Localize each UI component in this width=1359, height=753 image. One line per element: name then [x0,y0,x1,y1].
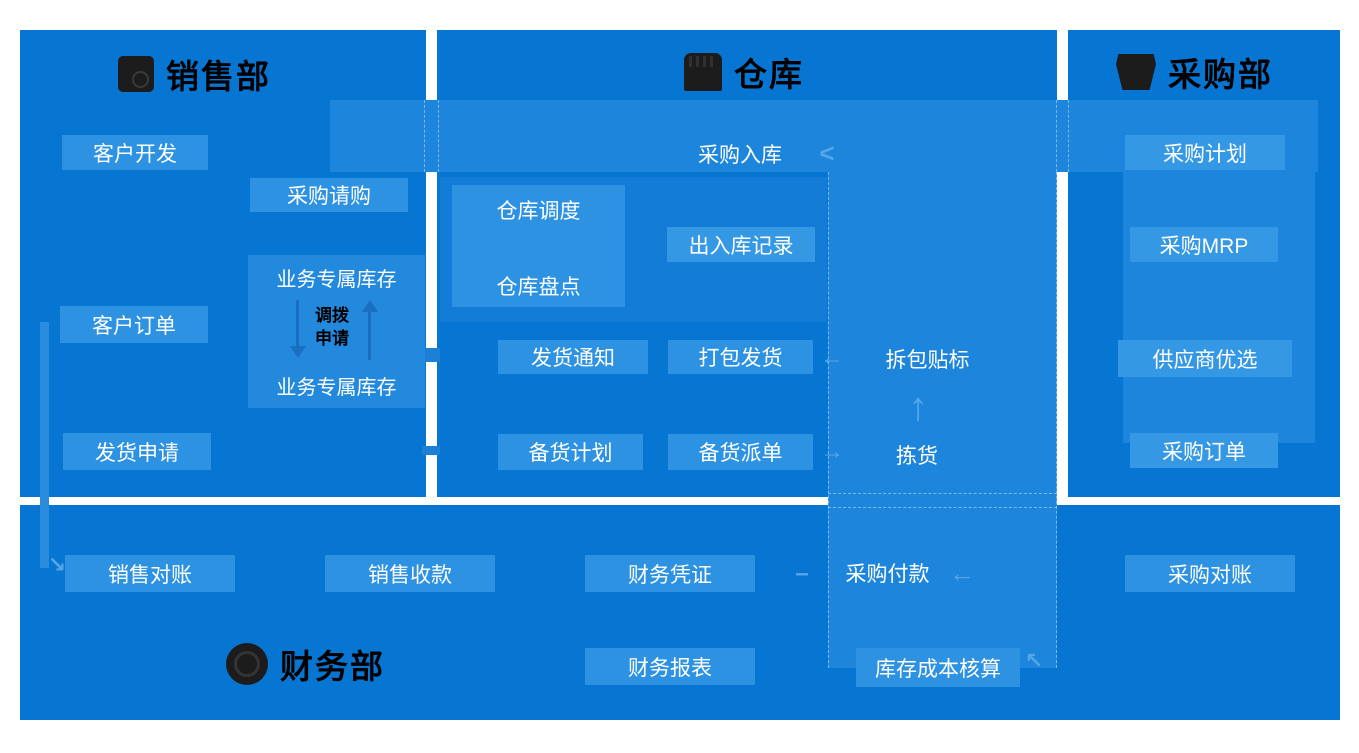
purchase-pay-label: 采购付款 [845,563,930,586]
warehouse-header: 仓库 [684,48,804,96]
sales-title: 销售部 [166,58,271,95]
transfer-note-line2: 申请 [315,328,349,348]
arrow-down-right-icon: ↘ [47,552,67,577]
purchase-title: 采购部 [1168,56,1273,93]
dashed-border-line [1056,100,1057,172]
purchase-flow-lane [1123,142,1315,443]
customer-dev-chip: 客户开发 [62,135,208,170]
dashed-border-line [828,507,1057,508]
logistics-flow-lane [828,100,1057,668]
stock-dispatch-chip: 备货派单 [668,434,813,470]
sales-recon-chip: 销售对账 [65,555,235,592]
pack-ship-chip: 打包发货 [668,340,813,374]
sales-collect-chip: 销售收款 [325,555,495,592]
connector-tab [422,348,440,362]
report-chip: 财务报表 [585,648,755,685]
transfer-up-arrow-icon [368,312,371,360]
finance-panel [20,505,1340,720]
purchase-order-chip: 采购订单 [1130,433,1278,468]
transfer-note-line1: 调拨 [315,306,349,325]
chevron-left-icon: < [819,138,835,168]
exclusive-inventory-bottom-label: 业务专属库存 [276,376,397,399]
arrow-left-icon: ← [820,344,844,371]
arrow-left-icon: ← [949,558,975,588]
purchase-mrp-chip: 采购MRP [1130,227,1278,262]
purchase-cart-icon [1116,54,1156,90]
transfer-down-arrowhead-icon [290,346,306,358]
finance-title: 财务部 [280,648,385,685]
warehouse-stocktake-label: 仓库盘点 [496,276,581,299]
inventory-cost-chip: 库存成本核算 [856,648,1020,687]
stock-plan-chip: 备货计划 [498,434,643,470]
supplier-select-chip: 供应商优选 [1118,340,1292,377]
arrow-right-icon: → [820,438,844,465]
dashed-border-line [1068,100,1069,172]
purchase-header: 采购部 [1116,48,1273,96]
purchase-recon-chip: 采购对账 [1125,555,1295,592]
purchase-inbound-label: 采购入库 [698,144,782,167]
exclusive-inventory-top-label: 业务专属库存 [276,268,397,291]
arrow-up-icon: ↑ [908,385,928,429]
warehouse-ops-chip-group [452,185,625,307]
warehouse-dispatch-label: 仓库调度 [496,200,581,223]
finance-header: 财务部 [226,640,385,688]
purchase-plan-chip: 采购计划 [1125,135,1285,170]
unpack-label-label: 拆包贴标 [885,349,970,372]
ship-notice-chip: 发货通知 [498,340,648,374]
sales-dept-icon [118,56,154,92]
purchase-request-chip: 采购请购 [250,178,408,212]
warehouse-icon [684,53,722,91]
voucher-chip: 财务凭证 [585,555,755,592]
customer-order-chip: 客户订单 [60,306,208,343]
finance-coin-icon [226,643,268,685]
dashed-border-line [438,100,439,172]
ship-request-chip: 发货申请 [63,433,211,470]
order-to-recon-connector [40,322,49,568]
arrow-up-left-icon: ↖ [1024,648,1044,673]
dashed-border-line [424,100,425,172]
connector-tab [422,446,440,455]
sales-header: 销售部 [118,50,271,98]
transfer-up-arrowhead-icon [362,300,378,312]
inout-records-chip: 出入库记录 [667,227,815,262]
warehouse-title: 仓库 [734,56,804,93]
transfer-request-note: 调拨申请 [308,305,356,351]
dash-connector-icon: – [795,560,809,587]
exclusive-inventory-container [248,255,425,408]
picking-label: 拣货 [896,445,938,468]
dashed-border-line [828,493,1057,494]
dashed-border-line [1056,172,1057,668]
transfer-down-arrow-icon [296,300,299,346]
dashed-border-line [828,172,829,668]
